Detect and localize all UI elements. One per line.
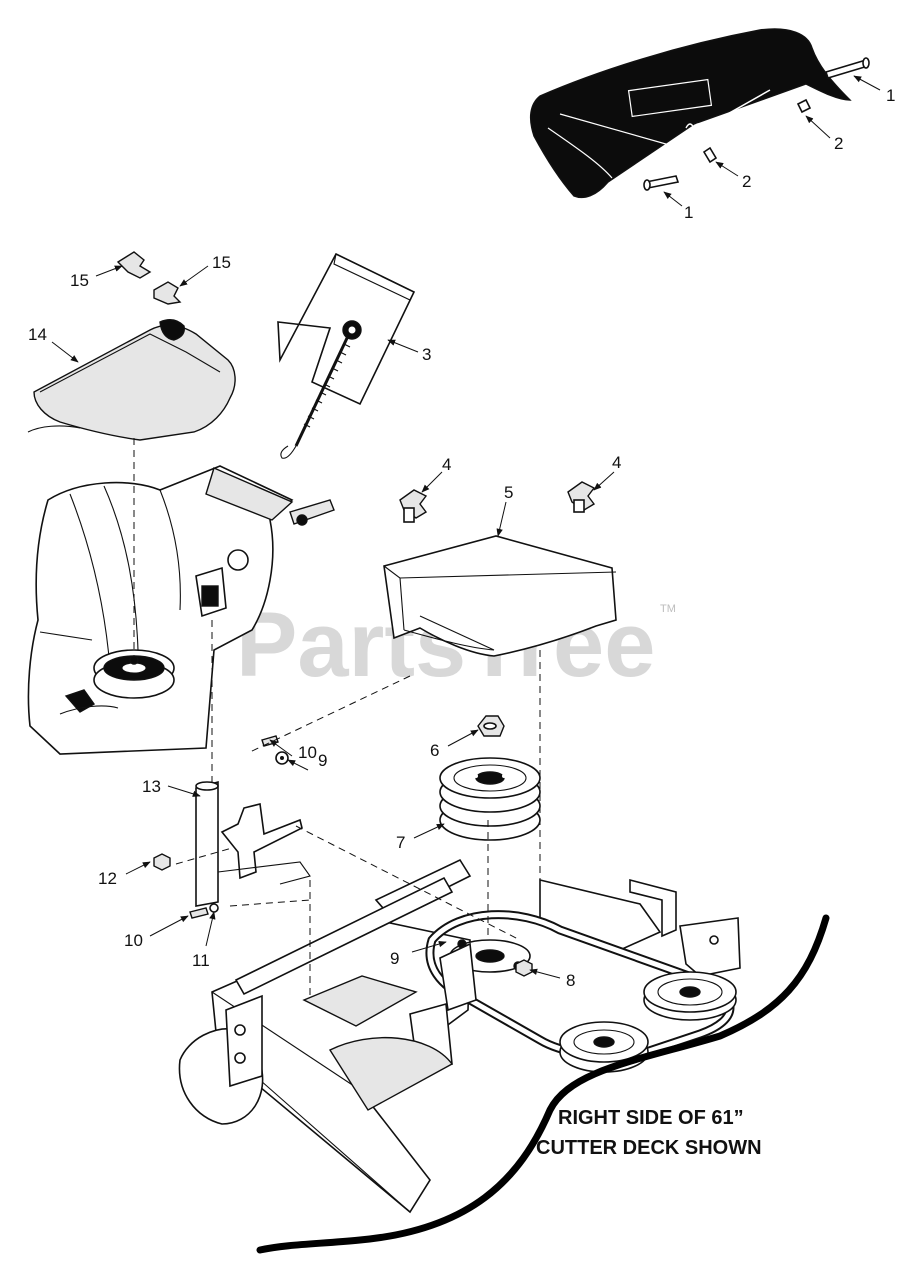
hinge-pin-lower — [643, 175, 680, 191]
deflector-spring — [685, 123, 735, 130]
right-deck-bracket — [679, 917, 741, 977]
caption-line-1: RIGHT SIDE OF 61” — [558, 1107, 744, 1129]
callout-1-upper: 1 — [886, 86, 895, 105]
belt-cover-assembly — [27, 251, 236, 441]
idler-hardware — [153, 735, 311, 919]
callout-4-right: 4 — [612, 453, 621, 472]
callout-leaders — [51, 75, 881, 979]
guard-knob-left — [399, 489, 428, 523]
deck-baffle-plate — [302, 975, 418, 1027]
wing-knob-left — [116, 251, 152, 279]
right-deck-rail — [539, 878, 662, 951]
deck-front-bar — [234, 876, 454, 996]
callout-8: 8 — [566, 971, 575, 990]
lock-washer — [209, 903, 219, 913]
callout-9-upper: 9 — [318, 751, 327, 770]
callout-9-lower: 9 — [390, 949, 399, 968]
alignment-lines — [133, 438, 541, 1000]
spacer-tube — [195, 780, 219, 907]
cutter-deck-frame — [178, 858, 472, 1214]
grass-deflector — [529, 28, 852, 199]
callout-labels: 1 2 2 1 15 15 14 3 4 5 4 6 10 9 13 7 12 … — [28, 86, 895, 990]
callout-1-lower: 1 — [684, 203, 693, 222]
callout-12: 12 — [98, 869, 117, 888]
cotter-pin-upper — [796, 98, 812, 114]
callout-11: 11 — [192, 951, 210, 970]
screw-lower — [189, 907, 209, 919]
cotter-pin-lower — [702, 146, 718, 164]
cutaway-line — [256, 914, 830, 1254]
diagram-caption: RIGHT SIDE OF 61” CUTTER DECK SHOWN — [536, 1107, 762, 1159]
double-pulley-assembly — [439, 715, 541, 841]
hex-nut — [153, 853, 171, 871]
belt-guard-assembly — [383, 481, 617, 657]
callout-10-upper: 10 — [298, 743, 317, 762]
deflector-assembly — [529, 28, 870, 199]
guard-knob-right — [567, 481, 596, 513]
callout-2-lower: 2 — [742, 172, 751, 191]
spindle-pulley-left — [93, 649, 175, 699]
spindle-pulley-right — [643, 971, 737, 1021]
wing-knob-right — [153, 281, 182, 305]
belt-cover — [33, 324, 236, 441]
idler-bracket-assembly — [277, 252, 416, 459]
idler-spring — [280, 320, 362, 459]
left-housing-assembly — [27, 465, 335, 755]
idler-arm — [195, 499, 335, 618]
callout-14: 14 — [28, 325, 47, 344]
spindle-nut — [515, 959, 533, 977]
spindle-pulley-center — [559, 1021, 649, 1073]
callout-10-lower: 10 — [124, 931, 143, 950]
caption-line-2: CUTTER DECK SHOWN — [536, 1137, 762, 1159]
callout-5: 5 — [504, 483, 513, 502]
callout-6: 6 — [430, 741, 439, 760]
callout-15-left: 15 — [70, 271, 89, 290]
watermark-trademark: TM — [660, 603, 676, 615]
double-pulley — [439, 757, 541, 841]
callout-7: 7 — [396, 833, 405, 852]
callout-4-left: 4 — [442, 455, 451, 474]
callout-3: 3 — [422, 345, 431, 364]
callout-15-right: 15 — [212, 253, 231, 272]
callout-13: 13 — [142, 777, 161, 796]
idler-arm-bracket — [220, 803, 303, 880]
callout-2-upper: 2 — [834, 134, 843, 153]
hinge-pin-upper — [824, 57, 870, 79]
